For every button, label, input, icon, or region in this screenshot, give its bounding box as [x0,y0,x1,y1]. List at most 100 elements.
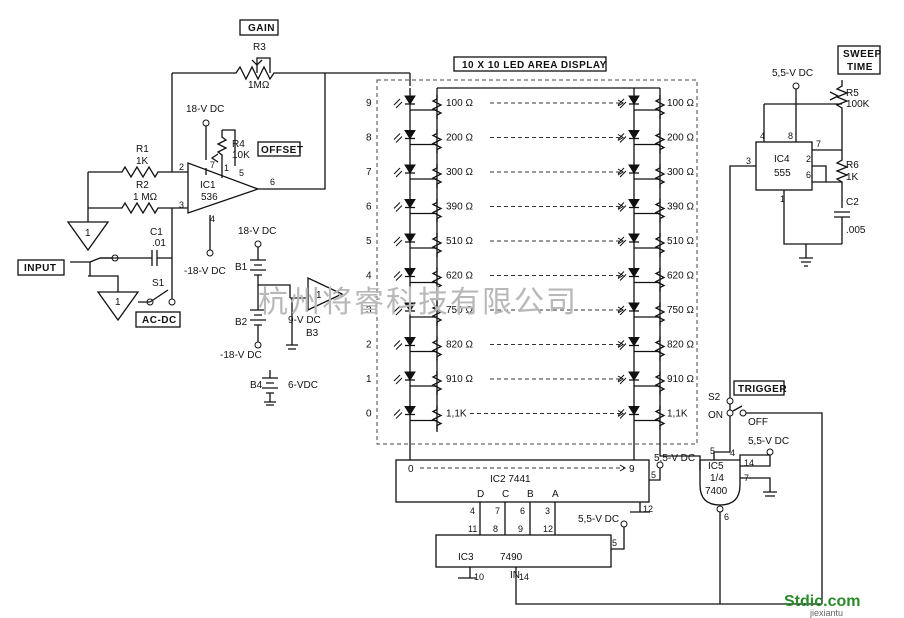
svg-text:4: 4 [760,131,765,141]
s1-switch [138,258,173,303]
svg-text:2: 2 [179,162,184,172]
ac-dc-label: AC-DC [142,315,177,326]
ic3-bcd-pin: 9 [518,524,523,534]
r4-label: R4 [232,139,245,150]
svg-text:6: 6 [270,177,275,187]
c1-label: C1 [150,227,163,238]
ic3-chip [435,534,612,568]
ic2-bcd-label: D [477,489,484,500]
resistor-left-value: 200 Ω [446,133,473,144]
svg-text:6: 6 [724,512,729,522]
svg-text:9: 9 [629,464,635,475]
svg-text:4: 4 [730,448,735,458]
svg-text:7: 7 [210,160,215,170]
b3-label: B3 [306,328,319,339]
ic2-bcd-label: C [502,489,509,500]
svg-text:5: 5 [239,168,244,178]
svg-text:10: 10 [474,572,484,582]
svg-text:5: 5 [651,470,656,480]
ic1-label: IC1 [200,180,216,191]
buffer-1 [66,221,110,252]
b4-label: B4 [250,380,263,391]
resistor-left-value: 300 Ω [446,167,473,178]
c2-capacitor [826,181,850,244]
led-left [393,95,416,109]
r6-resistor [835,150,849,208]
ic2-bcd-pin: 6 [520,506,525,516]
svg-text:1: 1 [224,163,229,173]
resistor-right-value: 390 Ω [667,202,694,213]
ic3-bcd-pin: 8 [493,524,498,534]
row-number: 0 [366,409,372,420]
off-label: OFF [748,417,768,428]
trigger-label-box [733,380,785,396]
led-left [393,406,416,419]
ic3-part: 7490 [500,552,523,563]
row-number: 8 [366,133,372,144]
b-v-top: 18-V DC [238,226,276,237]
row-number: 5 [366,236,372,247]
led-area-frame [376,79,698,445]
ic5-5v: 5,5-V DC [748,436,789,447]
svg-text:5: 5 [710,446,715,456]
watermark: 杭州将睿科技有限公司 [258,285,578,320]
ic2-bcd-pin: 4 [470,506,475,516]
offset-label-box [257,141,301,157]
battery-b1 [250,259,266,310]
svg-text:14: 14 [744,458,754,468]
led-left [393,371,416,385]
ic3-5v: 5,5-V DC [578,514,619,525]
svg-text:1: 1 [85,228,91,239]
r3-wiper [256,57,271,73]
ic1-triangle [187,162,260,214]
c2-label: C2 [846,197,859,208]
c1-value: .01 [152,238,166,249]
resistor-right-value: 510 Ω [667,236,694,247]
b-v-bot: -18-V DC [220,350,262,361]
svg-text:2: 2 [806,154,811,164]
resistor-right-value: 300 Ω [667,167,694,178]
svg-text:6: 6 [806,170,811,180]
ic4-part: 555 [774,168,791,179]
resistor-left-value: 510 Ω [446,236,473,247]
resistor-right-value: 1,1K [667,409,688,420]
r2-label: R2 [136,180,149,191]
row-number: 9 [366,98,372,109]
r1-resistor [88,165,188,179]
gain-label-box [239,19,279,36]
resistor-left-value: 1,1K [446,409,467,420]
b3-v: 9-V DC [288,315,321,326]
ic1-v-top: 18-V DC [186,104,224,115]
led-left [393,130,416,143]
r3-label: R3 [253,42,266,53]
input-label-box [17,259,65,276]
svg-text:8: 8 [788,131,793,141]
ic2-bcd-pin: 7 [495,506,500,516]
r5-label: R5 [846,88,859,99]
logo: Stdic.com [784,593,860,610]
resistor-left-value: 390 Ω [446,202,473,213]
resistor-right-value: 100 Ω [667,98,694,109]
battery-b2 [250,309,266,342]
logo-sub: jiexiantu [809,608,843,618]
r4-value: 10K [232,150,250,161]
b4-v: 6-VDC [288,380,318,391]
ic3-bcd-pin: 12 [543,524,553,534]
svg-text:3: 3 [179,200,184,210]
ic2-bcd-label: B [527,489,534,500]
resistor-right-value: 620 Ω [667,271,694,282]
s2-switch [729,404,823,604]
c1-capacitor [100,250,172,266]
row-number: 3 [366,305,372,316]
led-left [393,199,416,212]
ic4-label: IC4 [774,154,790,165]
trigger-label: TRIGGER [738,384,787,395]
r6-value: 1K [846,172,859,183]
resistor-left-value: 910 Ω [446,374,473,385]
led-left [393,268,416,281]
r3-resistor [172,65,410,81]
svg-text:4: 4 [210,214,215,224]
r3-value: 1MΩ [248,80,270,91]
